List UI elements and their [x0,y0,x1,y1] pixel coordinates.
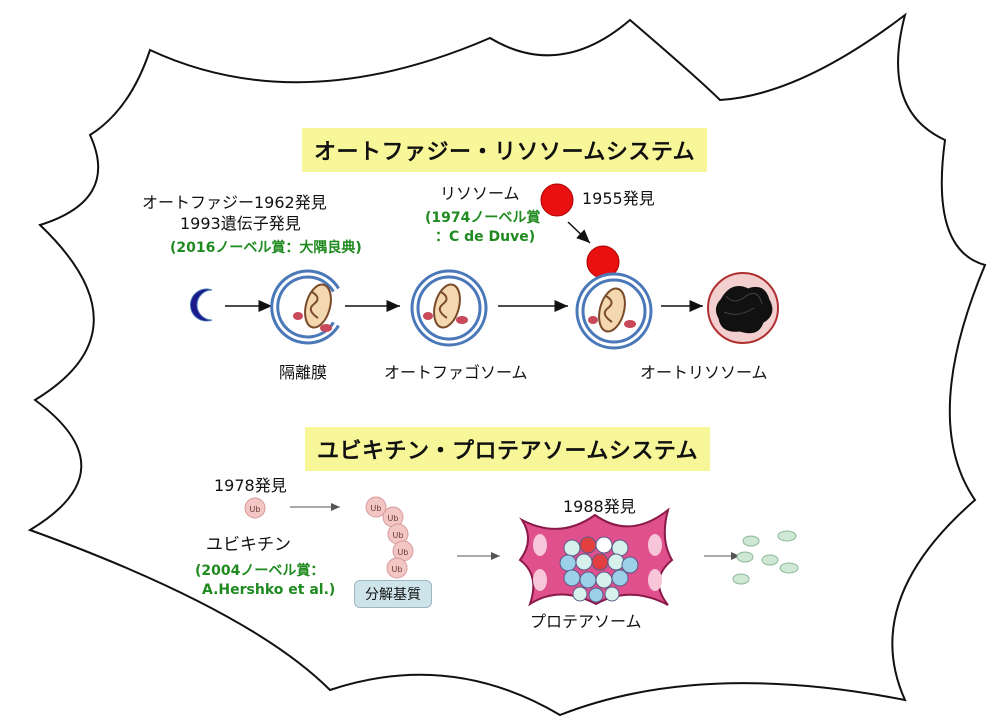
isolation-membrane-icon [270,269,340,345]
autolysosome-icon [707,272,779,344]
peptide-fragments [732,530,799,585]
lysosome-nobel-line2: ：C de Duve) [435,229,536,245]
autophagosome-icon [410,269,488,347]
ubiquitin-nobel-line1: (2004ノーベル賞： [195,563,325,579]
lysosome-icon [540,183,574,217]
fusing-autophagosome-icon [575,272,653,350]
lysosome-arrow [567,221,591,244]
lysosome-nobel-line1: (1974ノーベル賞 [425,210,541,226]
ubiquitin-nobel-line2: A.Hershko et al.) [202,582,336,598]
autophagy-discovery-1962: オートファジー1962発見 [142,193,327,212]
stage-autophagosome: オートファゴソーム [384,363,528,382]
autophagy-nobel: (2016ノーベル賞：大隅良典) [170,240,362,256]
proteasome-label: プロテアソーム [530,612,642,631]
substrate-box: 分解基質 [354,580,432,608]
autophagy-discovery-1993: 1993遺伝子発見 [180,214,301,233]
stage-isolation-membrane: 隔離膜 [279,363,328,382]
proteasome-icon [518,507,674,607]
proteasome-year: 1988発見 [563,497,636,516]
ubiquitin-title: ユビキチン・プロテアソームシステム [305,427,711,471]
ubiquitin-year: 1978発見 [214,476,287,495]
autophagy-title: オートファジー・リソソームシステム [302,128,708,172]
lysosome-label: リソソーム [440,184,520,203]
ubiquitin-label: ユビキチン [206,535,291,555]
crescent-icon [190,288,213,322]
cell-outline [27,12,987,717]
lysosome-year: 1955発見 [582,189,655,208]
stage-autolysosome: オートリソソーム [640,363,768,382]
